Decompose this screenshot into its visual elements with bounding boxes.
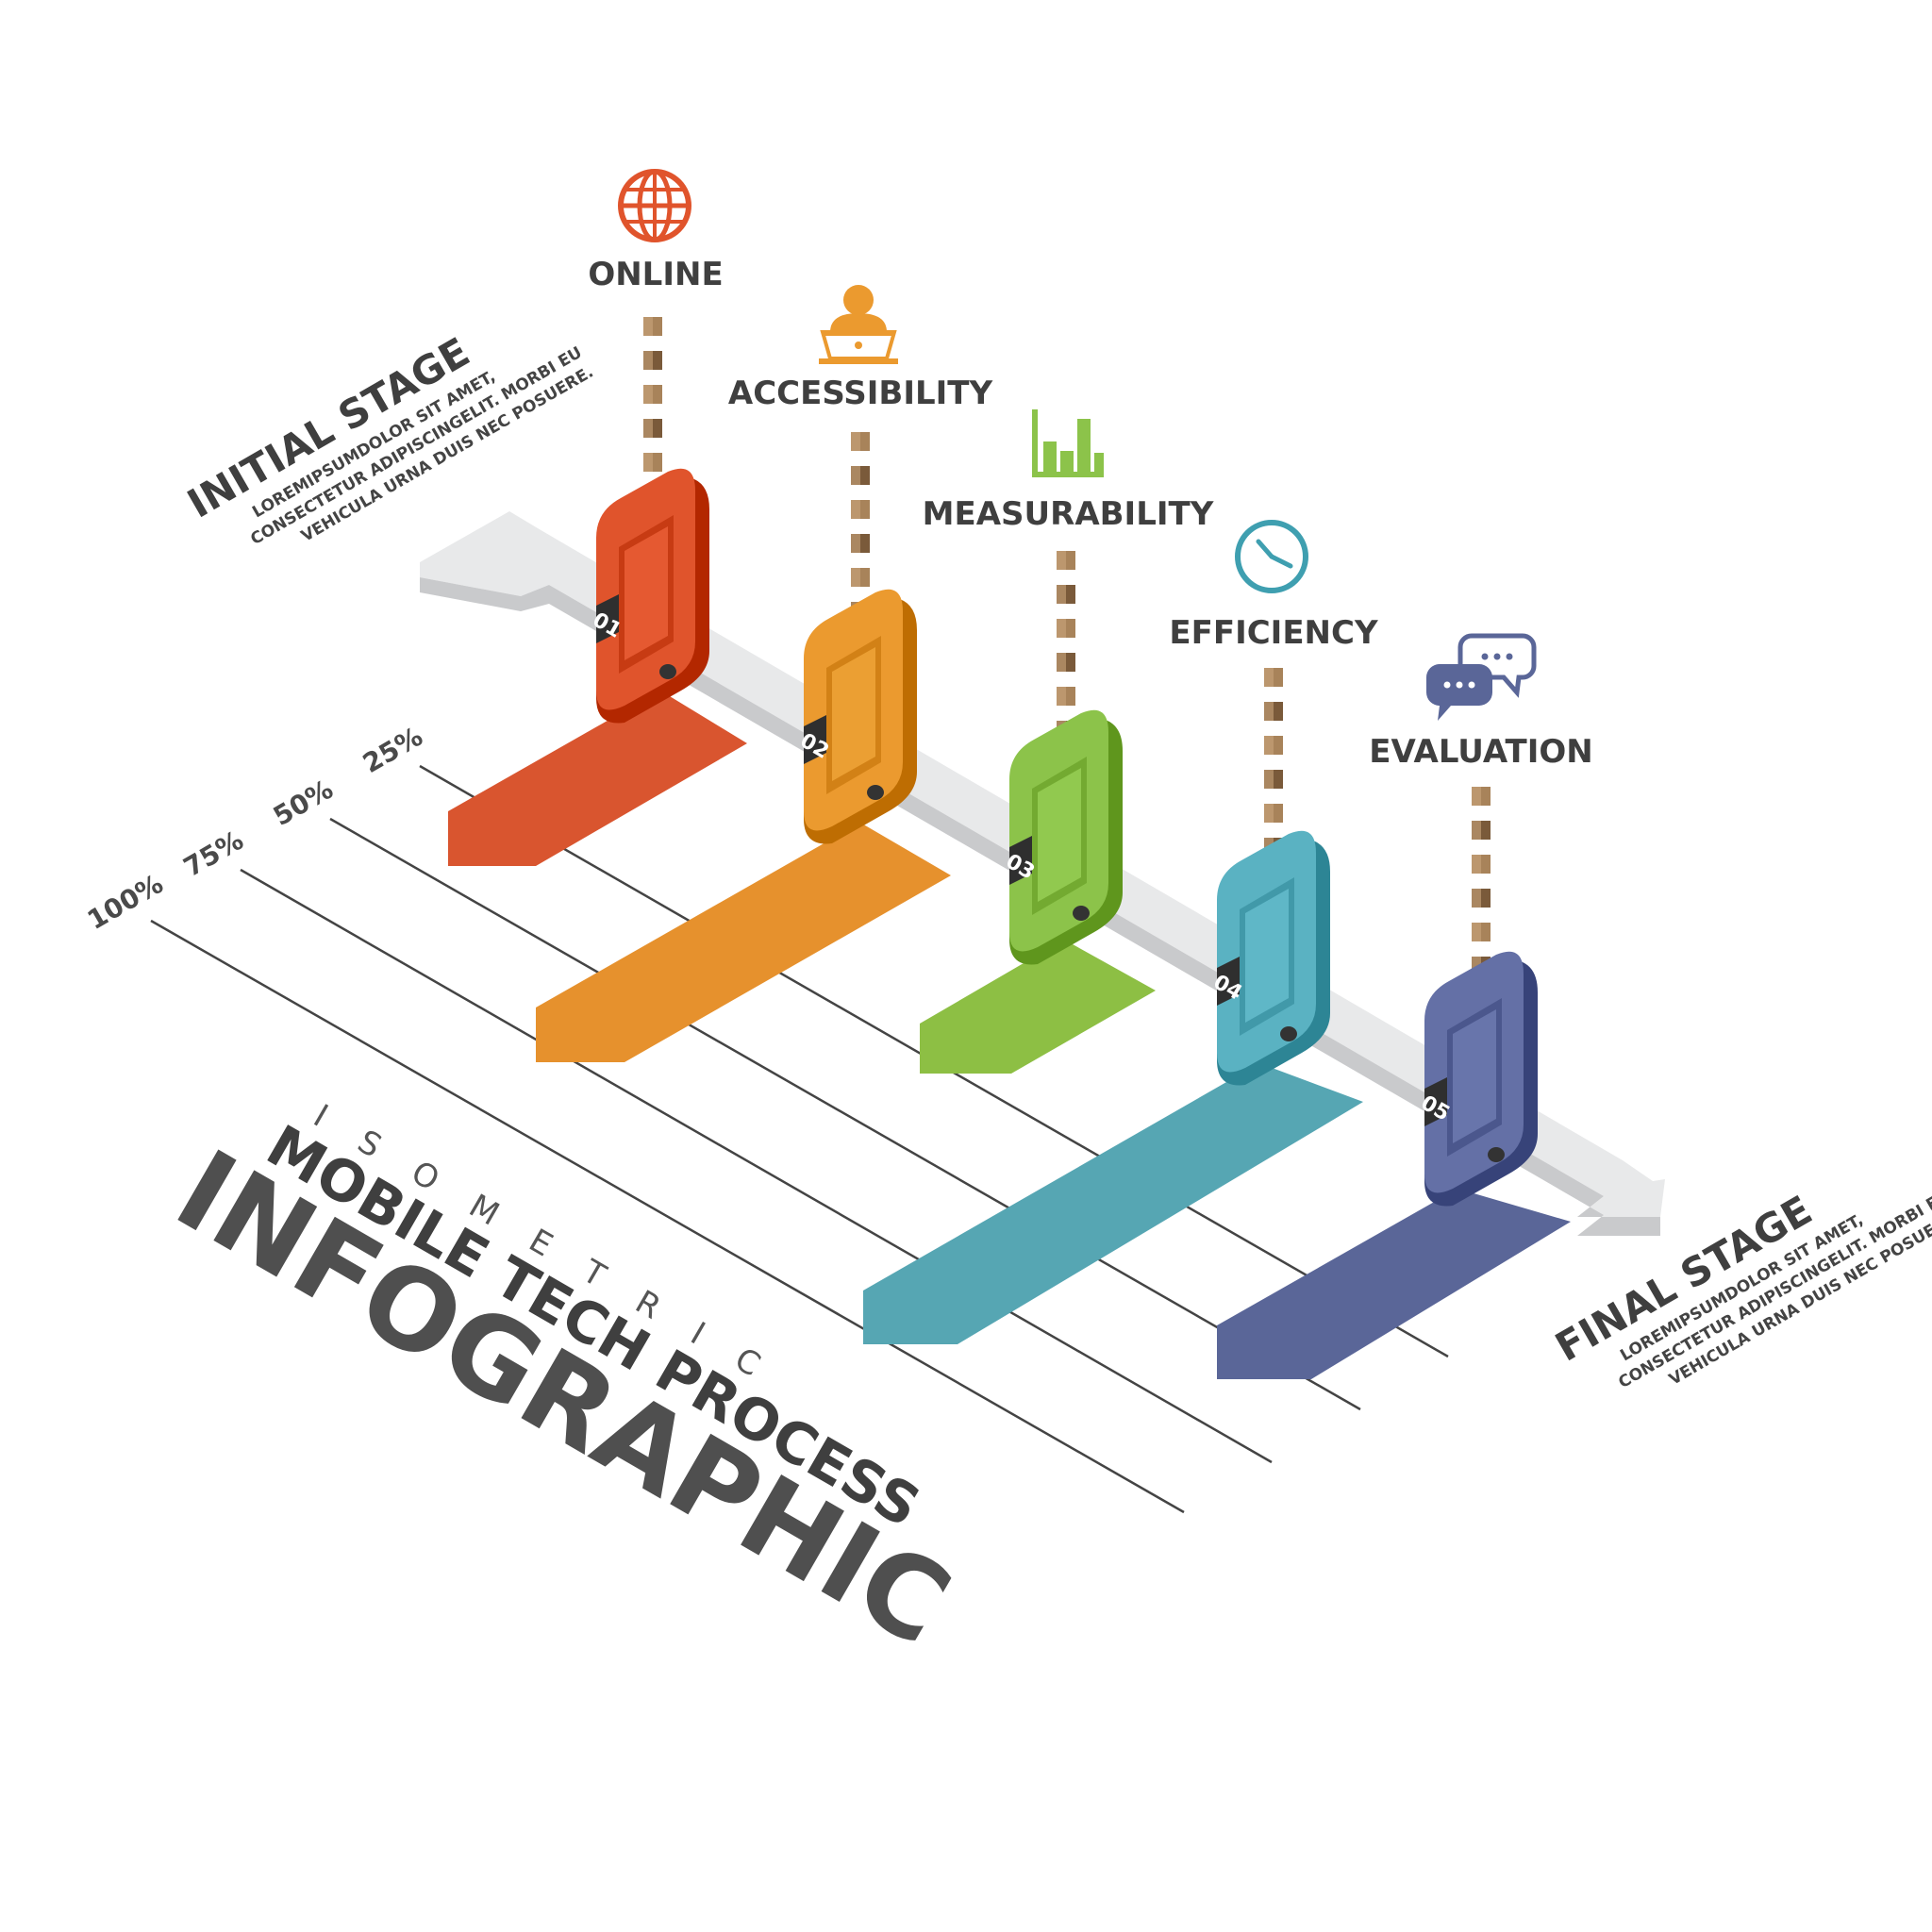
connector-dot-highlight — [1057, 653, 1066, 672]
title-line2: INFOGRAPHIC — [156, 1124, 971, 1671]
connector-dot-highlight — [851, 534, 860, 553]
phone-home-button — [1280, 1026, 1297, 1041]
connector-dot-highlight — [1264, 736, 1274, 755]
phone-home-button — [1488, 1147, 1505, 1162]
step-label-online: ONLINE — [588, 256, 723, 293]
phone-number-tag — [596, 594, 619, 643]
phone-screen-glare — [1038, 768, 1081, 902]
phone-03: 03 — [1002, 709, 1123, 965]
shadow-arrow-02 — [536, 823, 951, 1062]
globe-icon — [618, 169, 691, 242]
phone-screen-glare — [832, 647, 875, 781]
phone-05: 05 — [1417, 951, 1538, 1207]
connector-dot-highlight — [1472, 923, 1481, 941]
phone-04: 04 — [1209, 830, 1330, 1086]
connector-dot-highlight — [1264, 702, 1274, 721]
step-labels: ONLINE ACCESSIBILITY MEASURABILITY EFFIC… — [588, 256, 1592, 771]
phone-screen-glare — [625, 526, 668, 660]
connector-dot-highlight — [1472, 821, 1481, 840]
step-label-accessibility: ACCESSIBILITY — [728, 375, 993, 412]
guide-line-50 — [329, 817, 1361, 1411]
connector-dot-highlight — [1057, 619, 1066, 638]
chat-bubbles-icon — [1426, 633, 1537, 721]
connector-dot-highlight — [851, 466, 860, 485]
connector-dot-highlight — [851, 500, 860, 519]
guide-line-75 — [240, 868, 1273, 1464]
floor-shadows — [448, 691, 1571, 1379]
phone-home-button — [1073, 906, 1090, 921]
connector-dot-highlight — [1472, 855, 1481, 874]
shadow-arrow-03 — [920, 940, 1156, 1074]
connector-dot-highlight — [1264, 804, 1274, 823]
connector-dot-highlight — [1472, 787, 1481, 806]
phone-screen-glare — [1245, 889, 1289, 1023]
connector-dot-highlight — [1057, 551, 1066, 570]
step-label-evaluation: EVALUATION — [1369, 733, 1592, 771]
connector-dot-highlight — [1264, 668, 1274, 687]
connector-dot-highlight — [643, 453, 653, 472]
connector-dot-highlight — [1057, 585, 1066, 604]
connector-dot-highlight — [643, 385, 653, 404]
step-label-measurability: MEASURABILITY — [923, 495, 1214, 533]
connector-dot-highlight — [851, 568, 860, 587]
phone-screen-glare — [1453, 1009, 1496, 1143]
step-label-efficiency: EFFICIENCY — [1169, 614, 1378, 652]
user-laptop-icon — [819, 285, 898, 364]
connector-dot-highlight — [643, 351, 653, 370]
phone-number-tag — [1217, 957, 1240, 1006]
connector-dot-highlight — [1472, 889, 1481, 908]
bar-chart-icon — [1032, 409, 1104, 477]
guide-line-100 — [150, 919, 1185, 1514]
phone-number-tag — [1009, 836, 1032, 885]
process-arrow-side — [420, 577, 1660, 1236]
percent-label-50: 50% — [268, 774, 339, 832]
phone-home-button — [659, 664, 676, 679]
connector-dot-highlight — [643, 419, 653, 438]
phone-02: 02 — [796, 589, 917, 844]
shadow-arrow-04 — [863, 1063, 1363, 1344]
shadow-arrow-05 — [1217, 1189, 1571, 1379]
percent-label-75: 75% — [178, 824, 249, 883]
phone-home-button — [867, 785, 884, 800]
connector-dot-highlight — [643, 317, 653, 336]
shadow-arrow-01 — [448, 691, 747, 866]
phone-number-tag — [1424, 1077, 1447, 1126]
percent-label-100: 100% — [82, 868, 168, 936]
percent-label-25: 25% — [358, 721, 428, 779]
clock-icon — [1235, 520, 1308, 593]
phones: 01 02 03 04 05 — [589, 468, 1538, 1207]
phone-number-tag — [804, 715, 826, 764]
connector-dot-highlight — [1057, 687, 1066, 706]
connector-dot-highlight — [851, 432, 860, 451]
connector-dot-highlight — [1264, 770, 1274, 789]
title-block: ISOMETRIC MOBILE TECH PROCESS INFOGRAPHI… — [156, 1097, 971, 1671]
phone-01: 01 — [589, 468, 709, 724]
